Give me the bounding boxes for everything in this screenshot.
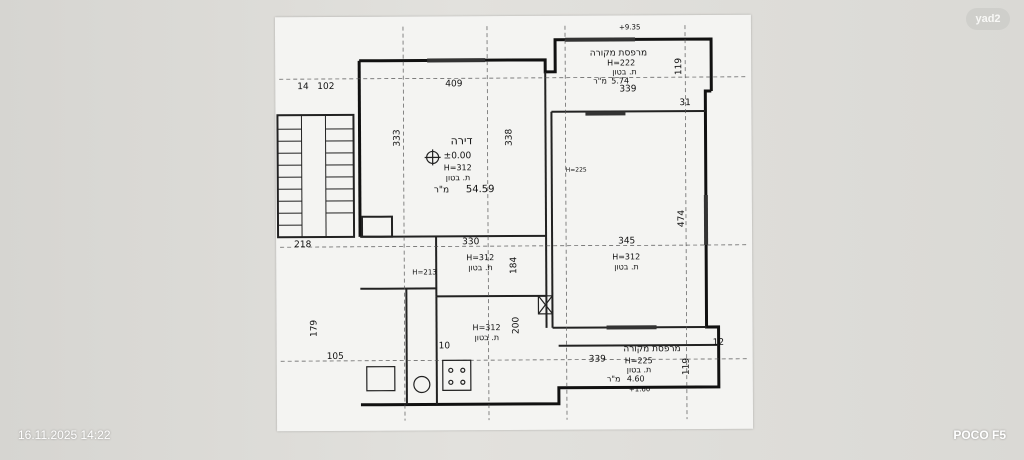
stair-block bbox=[276, 113, 356, 239]
apartment-area-unit: מ"ר bbox=[434, 185, 449, 195]
kitchen-ceiling: ת. בטון bbox=[468, 263, 493, 272]
apartment-ceiling-height: H=312 bbox=[444, 163, 472, 172]
yad2-logo: yad2 bbox=[966, 8, 1010, 30]
kitchen-height: H=312 bbox=[466, 253, 494, 262]
apartment-area-value: 54.59 bbox=[466, 184, 495, 195]
top-balcony-ceiling: ת. בטון bbox=[612, 67, 637, 76]
top-balcony-area: 5.74 bbox=[611, 76, 629, 85]
top-balcony-label: מרפסת מקורה bbox=[590, 48, 647, 58]
bottom-balcony-area-unit: מ"ר bbox=[607, 374, 621, 383]
fixtures bbox=[366, 149, 554, 394]
dim-200: 200 bbox=[511, 317, 521, 335]
dim-119-top: 119 bbox=[674, 58, 684, 76]
dim-474: 474 bbox=[677, 210, 687, 228]
dim-338: 338 bbox=[505, 129, 515, 147]
dim-12: 12 bbox=[713, 338, 725, 348]
dim-119-bottom: 119 bbox=[682, 358, 692, 376]
dim-102: 102 bbox=[317, 82, 334, 92]
dim-339-bottom: 339 bbox=[589, 355, 607, 365]
dim-339-top: 339 bbox=[619, 84, 637, 94]
photo-timestamp: 16.11.2025 14:22 bbox=[18, 428, 111, 442]
dim-184: 184 bbox=[509, 257, 519, 275]
dim-179: 179 bbox=[310, 320, 320, 338]
dim-14: 14 bbox=[297, 82, 309, 92]
bath-height: H=312 bbox=[473, 323, 501, 332]
bottom-balcony-height: H=225 bbox=[625, 356, 653, 365]
floor-plan-drawing: דירה ±0.00 H=312 ת. בטון 54.59 מ"ר מרפסת… bbox=[276, 23, 747, 421]
bath-ceiling: ת. בטון bbox=[475, 333, 500, 342]
top-balcony-area-unit: מ"ר bbox=[593, 77, 607, 86]
small-room-height: H=213 bbox=[412, 268, 437, 276]
bottom-balcony-area: 4.60 bbox=[627, 374, 645, 383]
bottom-balcony-label: מרפסת מקורה bbox=[623, 344, 680, 354]
outer-walls bbox=[357, 37, 721, 407]
living-room-height: H=312 bbox=[612, 252, 640, 261]
dim-409: 409 bbox=[445, 79, 463, 89]
dim-218: 218 bbox=[294, 240, 312, 250]
grid-lines bbox=[279, 25, 747, 421]
dim-333: 333 bbox=[393, 129, 403, 146]
top-level-mark: +9.35 bbox=[619, 23, 640, 31]
floor-plan-paper: דירה ±0.00 H=312 ת. בטון 54.59 מ"ר מרפסת… bbox=[274, 14, 754, 432]
top-balcony-height: H=222 bbox=[607, 58, 635, 67]
apartment-level: ±0.00 bbox=[444, 151, 472, 161]
apartment-label: דירה bbox=[451, 134, 473, 147]
dim-31: 31 bbox=[679, 98, 691, 108]
bottom-level-mark: +1.60 bbox=[629, 385, 650, 393]
dim-330: 330 bbox=[462, 237, 480, 247]
apartment-ceiling-type: ת. בטון bbox=[446, 173, 471, 182]
camera-watermark: POCO F5 bbox=[953, 428, 1006, 442]
bay-height: H=225 bbox=[566, 167, 587, 174]
dimension-labels: 409 333 338 339 119 330 345 474 218 102 … bbox=[294, 58, 725, 376]
dim-10: 10 bbox=[439, 341, 451, 351]
living-room-ceiling: ת. בטון bbox=[614, 262, 639, 271]
interior-walls bbox=[360, 71, 719, 405]
dim-105: 105 bbox=[327, 352, 344, 362]
dim-345: 345 bbox=[618, 236, 635, 246]
bottom-balcony-ceiling: ת. בטון bbox=[627, 365, 652, 374]
window-marks bbox=[427, 37, 709, 330]
